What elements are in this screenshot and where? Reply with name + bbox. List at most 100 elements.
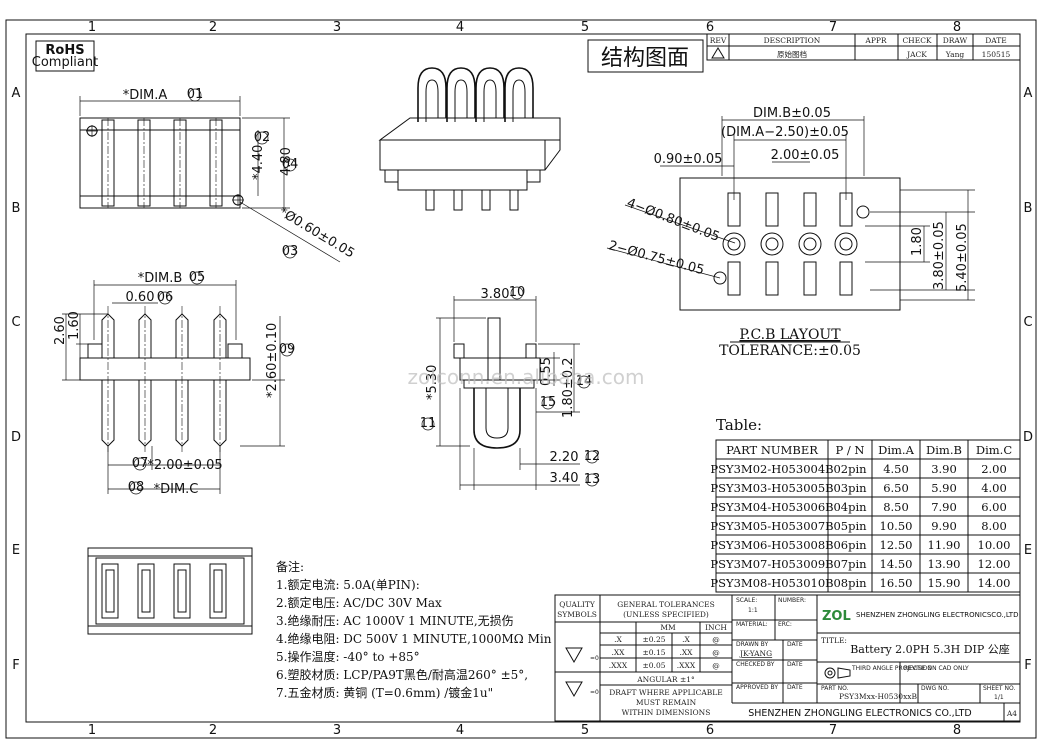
tb-gen-tol: GENERAL TOLERANCES xyxy=(617,600,715,609)
bottom-slot-inner-0 xyxy=(105,569,115,613)
table-cell-4-1: 06pin xyxy=(833,538,867,552)
rev-header-appr: APPR xyxy=(864,36,887,45)
table-label: Table: xyxy=(716,416,762,434)
iso-leg-2 xyxy=(481,190,491,211)
table-cell-4-0: PSY3M06-H053008B xyxy=(710,538,833,552)
callout-12: 12 xyxy=(584,449,601,464)
pcb-title: P.C.B LAYOUT xyxy=(739,327,841,343)
table-cell-0-3: 3.90 xyxy=(931,462,957,476)
tb-date-3: DATE xyxy=(787,684,803,691)
pcb-hole-outer-2 xyxy=(798,232,822,256)
table-header-1: P / N xyxy=(836,443,865,457)
table-cell-0-1: 02pin xyxy=(833,462,867,476)
frame-col-top-5: 6 xyxy=(706,20,714,35)
table-cell-1-0: PSY3M03-H053005B xyxy=(710,481,833,495)
tb-draft-2: MUST REMAIN xyxy=(636,698,697,707)
tb-material: MATERIAL: xyxy=(736,621,768,628)
tb-sheet: SHEET NO. xyxy=(983,685,1015,692)
tb-checked: CHECKED BY xyxy=(736,661,775,668)
frame-col-bottom-2: 3 xyxy=(333,723,341,738)
tb-inch: INCH xyxy=(705,623,727,632)
frame-row-left-3: D xyxy=(11,430,21,445)
frame-col-bottom-0: 1 xyxy=(88,723,96,738)
callout-07: 07 xyxy=(132,456,149,471)
pcb-slot-bottom-0 xyxy=(727,261,741,296)
tb-footer: SHENZHEN ZHONGLING ELECTRONICS CO.,LTD xyxy=(748,708,972,719)
front-view: *DIM.B 05 0.60 06 2.60 1.60 *2.60±0.10 0… xyxy=(53,270,295,497)
table-cell-1-3: 5.90 xyxy=(931,481,957,495)
title-block: QUALITY SYMBOLS GENERAL TOLERANCES (UNLE… xyxy=(554,594,1021,722)
rohs-line2: Compliant xyxy=(32,55,98,70)
iso-pin-2 xyxy=(475,67,505,122)
tb-dwg: DWG NO. xyxy=(921,685,949,692)
frame-row-right-1: B xyxy=(1024,201,1033,216)
frame-row-right-2: C xyxy=(1023,315,1032,330)
table-cell-6-0: PSY3M08-H053010B xyxy=(710,576,833,590)
table-cell-0-0: PSY3M02-H053004B xyxy=(710,462,833,476)
rev-header-date: DATE xyxy=(985,36,1007,45)
tb-sym-val-1: =0 xyxy=(590,655,599,662)
table-cell-2-2: 8.50 xyxy=(883,500,909,514)
note-item-3: 4.绝缘电阻: DC 500V 1 MINUTE,1000MΩ Min xyxy=(276,631,552,646)
pcb-layout: DIM.B±0.05 (DIM.A−2.50)±0.05 0.90±0.05 2… xyxy=(606,106,975,359)
note-item-5: 6.塑胶材质: LCP/PA9T黑色/耐高温260° ±5°, xyxy=(276,667,528,682)
outer-frame xyxy=(5,19,1037,739)
tb-sheet-val: 1/1 xyxy=(994,694,1004,701)
iso-leg-1 xyxy=(453,190,463,211)
tb-title-label: TITLE: xyxy=(821,636,847,645)
pcb-hole-inner-2 xyxy=(803,237,817,251)
rev-date: 150515 xyxy=(982,50,1011,59)
pcb-dim-b: DIM.B±0.05 xyxy=(753,106,831,121)
dim-c-label: *DIM.C xyxy=(154,482,199,497)
frame-col-bottom-5: 6 xyxy=(706,723,714,738)
dim-160: 1.60 xyxy=(67,311,82,340)
tb-scale-val: 1:1 xyxy=(748,607,758,614)
frame-col-top-4: 5 xyxy=(581,20,589,35)
frame-row-left-2: C xyxy=(11,315,20,330)
dim-530: *5.30 xyxy=(425,365,440,400)
dim-380: 3.80 xyxy=(481,287,510,302)
tb-quality: QUALITY xyxy=(559,600,596,609)
bottom-slot-outer-2 xyxy=(173,563,191,619)
frame-col-top-2: 3 xyxy=(333,20,341,35)
frame-col-bottom-4: 5 xyxy=(581,723,589,738)
tol-cell-2-1: ±0.05 xyxy=(643,661,666,670)
frame-col-bottom-6: 7 xyxy=(829,723,837,738)
table-cell-3-4: 8.00 xyxy=(981,519,1007,533)
table-cell-1-4: 4.00 xyxy=(981,481,1007,495)
tol-cell-1-3: @ xyxy=(712,648,720,657)
iso-pin-inner-2 xyxy=(483,79,497,122)
tb-unless: (UNLESS SPECIFIED) xyxy=(623,610,709,619)
top-view: *DIM.A 01 *4.40 02 4.80 04 *Ø0.60±0.05 0… xyxy=(79,87,357,263)
dim-a-label: *DIM.A xyxy=(123,88,168,103)
rev-header-draw: DRAW xyxy=(943,36,968,45)
callout-14: 14 xyxy=(576,374,593,389)
rev-header-check: CHECK xyxy=(902,36,931,45)
dim-220: 2.20 xyxy=(550,450,579,465)
pcb-slot-top-2 xyxy=(803,192,817,227)
pcb-tolerance: TOLERANCE:±0.05 xyxy=(719,343,861,359)
company-name: SHENZHEN ZHONGLING ELECTRONICSCO.,LTD xyxy=(856,611,1018,619)
callout-04: 04 xyxy=(282,157,299,172)
tol-cell-1-0: .XX xyxy=(611,648,625,657)
pcb-hole-inner-1 xyxy=(765,237,779,251)
frame-row-left-0: A xyxy=(12,86,21,101)
tb-size: A4 xyxy=(1006,709,1017,718)
callout-08: 08 xyxy=(128,480,145,495)
pcb-hole-inner-3 xyxy=(839,237,853,251)
tb-part-no: PART NO. xyxy=(821,685,849,692)
tb-date-1: DATE xyxy=(787,641,803,648)
iso-leg-3 xyxy=(509,190,519,211)
projection-icon xyxy=(824,667,836,679)
table-header-2: Dim.A xyxy=(878,443,914,457)
tb-title-value: Battery 2.0PH 5.3H DIP 公座 xyxy=(850,642,1010,656)
table-cell-5-0: PSY3M07-H053009B xyxy=(710,557,833,571)
frame-row-right-4: E xyxy=(1024,543,1032,558)
tb-proj: THIRD ANGLE PROJECTION xyxy=(851,665,932,672)
table-cell-3-3: 9.90 xyxy=(931,519,957,533)
frame-col-bottom-7: 8 xyxy=(953,723,961,738)
notes: 备注: 1.额定电流: 5.0A(单PIN):2.额定电压: AC/DC 30V… xyxy=(276,559,552,700)
note-item-4: 5.操作温度: -40° to +85° xyxy=(276,649,420,664)
notes-title: 备注: xyxy=(276,559,304,574)
frame-row-right-0: A xyxy=(1024,86,1033,101)
